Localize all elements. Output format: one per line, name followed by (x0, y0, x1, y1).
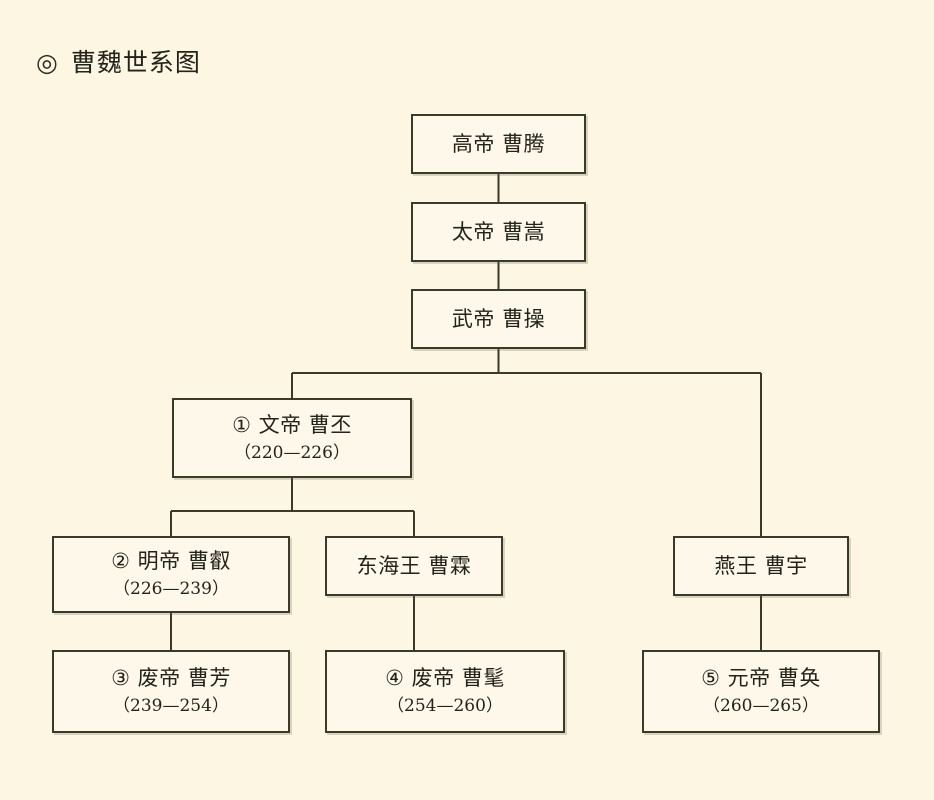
node-cao-rui-name: ② 明帝 曹叡 (111, 549, 231, 574)
double-circle-icon: ◎ (36, 48, 58, 77)
node-cao-huan-reign: （260—265） (703, 696, 819, 717)
node-cao-pi-name: ① 文帝 曹丕 (232, 412, 352, 437)
node-cao-huan[interactable]: ⑤ 元帝 曹奂 （260—265） (642, 650, 880, 733)
node-cao-song-name: 太帝 曹嵩 (451, 219, 546, 244)
page-title: ◎ 曹魏世系图 (36, 50, 201, 75)
node-cao-pi-reign: （220—226） (234, 442, 350, 463)
node-cao-fang-name: ③ 废帝 曹芳 (111, 666, 231, 691)
node-cao-yu[interactable]: 燕王 曹宇 (673, 536, 849, 596)
node-cao-lin-name: 东海王 曹霖 (356, 553, 472, 578)
node-cao-lin[interactable]: 东海王 曹霖 (325, 536, 503, 596)
node-cao-fang[interactable]: ③ 废帝 曹芳 （239—254） (52, 650, 290, 733)
node-cao-song[interactable]: 太帝 曹嵩 (411, 202, 586, 262)
node-cao-mao-name: ④ 废帝 曹髦 (385, 666, 505, 691)
node-cao-mao[interactable]: ④ 废帝 曹髦 （254—260） (325, 650, 565, 733)
node-cao-rui-reign: （226—239） (113, 579, 229, 600)
page-title-text: 曹魏世系图 (70, 48, 201, 77)
node-cao-fang-reign: （239—254） (113, 696, 229, 717)
node-cao-teng[interactable]: 高帝 曹腾 (411, 114, 586, 174)
node-cao-cao[interactable]: 武帝 曹操 (411, 289, 586, 349)
node-cao-rui[interactable]: ② 明帝 曹叡 （226—239） (52, 536, 290, 613)
node-cao-huan-name: ⑤ 元帝 曹奂 (701, 666, 821, 691)
node-cao-pi[interactable]: ① 文帝 曹丕 （220—226） (172, 398, 412, 478)
node-cao-mao-reign: （254—260） (387, 696, 503, 717)
node-cao-yu-name: 燕王 曹宇 (714, 553, 808, 578)
node-cao-cao-name: 武帝 曹操 (451, 306, 546, 331)
node-cao-teng-name: 高帝 曹腾 (451, 131, 546, 156)
